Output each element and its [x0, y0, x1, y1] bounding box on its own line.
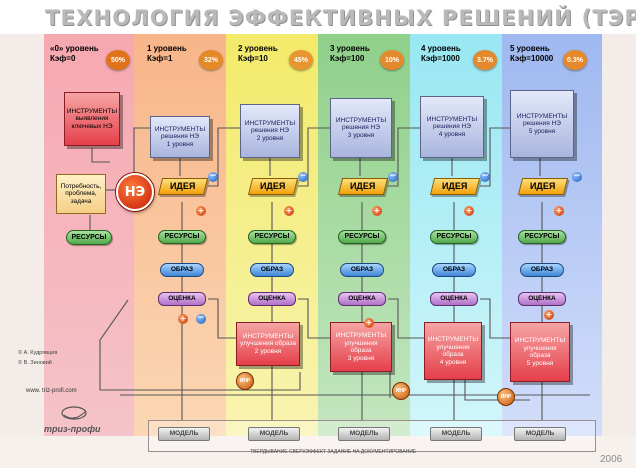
plus-marker-ocenka-3: + — [364, 318, 374, 328]
tools-solve-ne-level-5: ИНСТРУМЕНТЫ решения НЭ 5 уровня — [510, 90, 574, 158]
obraz-level-4: ОБРАЗ — [432, 263, 476, 277]
idea-level-3: ИДЕЯ — [337, 178, 389, 195]
website-text: www. triz-profi.com — [26, 388, 77, 394]
minus-marker-ocenka-1: − — [196, 313, 206, 324]
diagram-title: ТЕХНОЛОГИЯ ЭФФЕКТИВНЫХ РЕШЕНИЙ (ТЭР) — [45, 6, 636, 30]
model-level-4: МОДЕЛЬ — [430, 427, 482, 441]
right-margin — [602, 34, 636, 436]
tools-improve-image-level-3: ИНСТРУМЕНТЫ улучшения образа 3 уровня — [330, 322, 392, 372]
author-1: © А. Кудрявцев — [18, 350, 58, 356]
level-1-percent-badge: 32% — [199, 50, 223, 70]
model-strip — [148, 420, 596, 452]
left-margin — [0, 34, 44, 436]
otsenka-level-4: ОЦЕНКА — [430, 292, 478, 306]
obraz-level-5: ОБРАЗ — [520, 263, 564, 277]
resources-level-1: РЕСУРСЫ — [158, 230, 206, 244]
minus-marker-5: − — [572, 171, 582, 182]
model-level-1: МОДЕЛЬ — [158, 427, 210, 441]
otsenka-level-1: ОЦЕНКА — [158, 292, 206, 306]
logo-text: триз-профи — [44, 424, 101, 434]
model-level-5: МОДЕЛЬ — [514, 427, 566, 441]
plus-marker-ocenka-5: + — [544, 310, 554, 320]
model-level-3: МОДЕЛЬ — [338, 427, 390, 441]
level-4-percent-badge: 3.7% — [473, 50, 497, 70]
obraz-level-3: ОБРАЗ — [340, 263, 384, 277]
plus-marker-3: + — [372, 206, 382, 216]
model-level-2: МОДЕЛЬ — [248, 427, 300, 441]
minus-marker-3: − — [388, 171, 398, 182]
minus-marker-4: − — [480, 171, 490, 182]
otsenka-level-3: ОЦЕНКА — [338, 292, 386, 306]
tools-improve-image-level-2: ИНСТРУМЕНТЫ улучшения образа 2 уровня — [236, 322, 300, 366]
tools-solve-ne-level-3: ИНСТРУМЕНТЫ решения НЭ 3 уровня — [330, 98, 392, 158]
resources-level-3: РЕСУРСЫ — [338, 230, 386, 244]
author-2: © В. Зиновий — [18, 360, 52, 366]
tools-solve-ne-level-4: ИНСТРУМЕНТЫ решения НЭ 4 уровня — [420, 96, 484, 158]
plus-marker-ocenka-1: + — [178, 314, 188, 324]
idea-level-2: ИДЕЯ — [247, 178, 299, 195]
otsenka-level-5: ОЦЕНКА — [518, 292, 566, 306]
level-3-percent-badge: 10% — [380, 50, 404, 70]
plus-marker-2: + — [284, 206, 294, 216]
tools-identify-key-ne: ИНСТРУМЕНТЫ выявления ключевых НЭ — [64, 92, 120, 146]
line-tools0-to-ne — [91, 148, 110, 163]
line-ne-to-tools1 — [133, 127, 150, 172]
minus-marker-1: − — [208, 171, 218, 182]
idea-level-4: ИДЕЯ — [429, 178, 481, 195]
resources-level-5: РЕСУРСЫ — [518, 230, 566, 244]
inr-orb-2: ИНР — [392, 382, 410, 400]
level-0-percent-badge: 50% — [106, 50, 130, 70]
ne-circle: НЭ — [116, 173, 154, 211]
minus-marker-2: − — [298, 171, 308, 182]
inr-orb-1: ИНР — [236, 372, 254, 390]
tools-improve-image-level-5: ИНСТРУМЕНТЫ улучшения образа 5 уровня — [510, 322, 570, 382]
plus-marker-4: + — [464, 206, 474, 216]
obraz-level-2: ОБРАЗ — [250, 263, 294, 277]
idea-level-1: ИДЕЯ — [157, 178, 209, 195]
resources-level-2: РЕСУРСЫ — [248, 230, 296, 244]
resources-level-4: РЕСУРСЫ — [430, 230, 478, 244]
level-2-percent-badge: 45% — [289, 50, 313, 70]
year-label: 2006 — [600, 454, 623, 465]
bottom-caption: ТВЕРДЫВАНИЕ СВЕРХЭФФЕКТ ЗАДАНИЕ НА ДОКУМ… — [250, 449, 417, 455]
plus-marker-1: + — [196, 206, 206, 216]
need-problem-task-box: Потребность, проблема, задача — [56, 174, 106, 214]
title-band — [0, 0, 636, 34]
resources-level-0: РЕСУРСЫ — [66, 230, 112, 245]
tools-solve-ne-level-1: ИНСТРУМЕНТЫ решения НЭ 1 уровня — [150, 116, 210, 158]
inr-orb-3: ИНР — [497, 388, 515, 406]
tools-solve-ne-level-2: ИНСТРУМЕНТЫ решения НЭ 2 уровня — [240, 104, 300, 158]
level-5-percent-badge: 0.3% — [563, 50, 587, 70]
triz-profi-logo — [61, 406, 87, 420]
tools-improve-image-level-4: ИНСТРУМЕНТЫ улучшения образа 4 уровня — [424, 322, 482, 380]
idea-level-5: ИДЕЯ — [517, 178, 569, 195]
obraz-level-1: ОБРАЗ — [160, 263, 204, 277]
otsenka-level-2: ОЦЕНКА — [248, 292, 296, 306]
plus-marker-5: + — [554, 206, 564, 216]
